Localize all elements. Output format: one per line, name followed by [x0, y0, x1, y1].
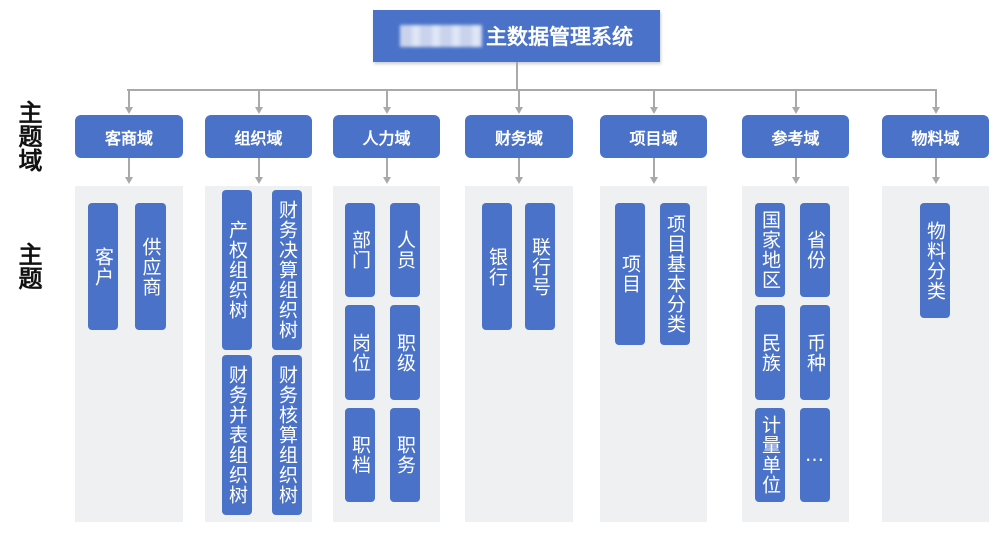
topic-box: 联行号	[525, 203, 555, 330]
arrow-down-icon	[650, 177, 658, 184]
topic-box: 省份	[800, 203, 830, 297]
topic-box: 岗位	[345, 305, 375, 400]
connector-line	[795, 158, 797, 178]
topic-box: 币种	[800, 305, 830, 400]
domain-box-7: 物料域	[882, 115, 989, 158]
connector-line	[386, 158, 388, 178]
blurred-company-name	[400, 25, 482, 47]
connector-line	[386, 90, 388, 108]
connector-line	[518, 158, 520, 178]
arrow-down-icon	[792, 107, 800, 114]
side-label-domain: 主题域	[14, 100, 42, 172]
topic-box: 职级	[390, 305, 420, 400]
topic-box: 产权组织树	[222, 190, 252, 350]
connector-line	[653, 90, 655, 108]
topic-box: 物料分类	[920, 203, 950, 318]
side-label-topic: 主题	[14, 242, 42, 290]
topic-box: 客户	[88, 203, 118, 330]
topic-box: 项目	[615, 203, 645, 345]
topic-box: 银行	[482, 203, 512, 330]
connector-line	[258, 90, 260, 108]
topic-box: 职档	[345, 408, 375, 502]
connector-line	[653, 158, 655, 178]
arrow-down-icon	[255, 177, 263, 184]
topic-box: 财务并表组织树	[222, 355, 252, 515]
connector-line	[127, 89, 937, 91]
topic-box: …	[800, 408, 830, 502]
domain-box-3: 人力域	[333, 115, 440, 158]
connector-line	[128, 158, 130, 178]
topic-box: 部门	[345, 203, 375, 297]
topic-box: 计量单位	[755, 408, 785, 502]
arrow-down-icon	[515, 177, 523, 184]
system-title-box: 主数据管理系统	[373, 10, 660, 62]
arrow-down-icon	[255, 107, 263, 114]
topic-box: 民族	[755, 305, 785, 400]
arrow-down-icon	[383, 177, 391, 184]
connector-line	[128, 90, 130, 108]
system-title: 主数据管理系统	[486, 25, 633, 49]
domain-box-1: 客商域	[75, 115, 183, 158]
domain-box-5: 项目域	[600, 115, 707, 158]
domain-box-4: 财务域	[465, 115, 573, 158]
domain-box-6: 参考域	[742, 115, 849, 158]
topic-box: 项目基本分类	[660, 203, 690, 345]
connector-line	[518, 90, 520, 108]
connector-line	[516, 62, 518, 90]
arrow-down-icon	[383, 107, 391, 114]
connector-line	[935, 158, 937, 178]
connector-line	[935, 90, 937, 108]
topic-box: 人员	[390, 203, 420, 297]
arrow-down-icon	[932, 177, 940, 184]
arrow-down-icon	[515, 107, 523, 114]
topic-box: 职务	[390, 408, 420, 502]
arrow-down-icon	[792, 177, 800, 184]
topic-box: 财务决算组织树	[272, 190, 302, 350]
topic-box: 财务核算组织树	[272, 355, 302, 515]
arrow-down-icon	[125, 177, 133, 184]
arrow-down-icon	[650, 107, 658, 114]
connector-line	[795, 90, 797, 108]
domain-box-2: 组织域	[205, 115, 312, 158]
topic-box: 供应商	[135, 203, 166, 330]
topic-box: 国家地区	[755, 203, 785, 297]
connector-line	[258, 158, 260, 178]
arrow-down-icon	[932, 107, 940, 114]
arrow-down-icon	[125, 107, 133, 114]
